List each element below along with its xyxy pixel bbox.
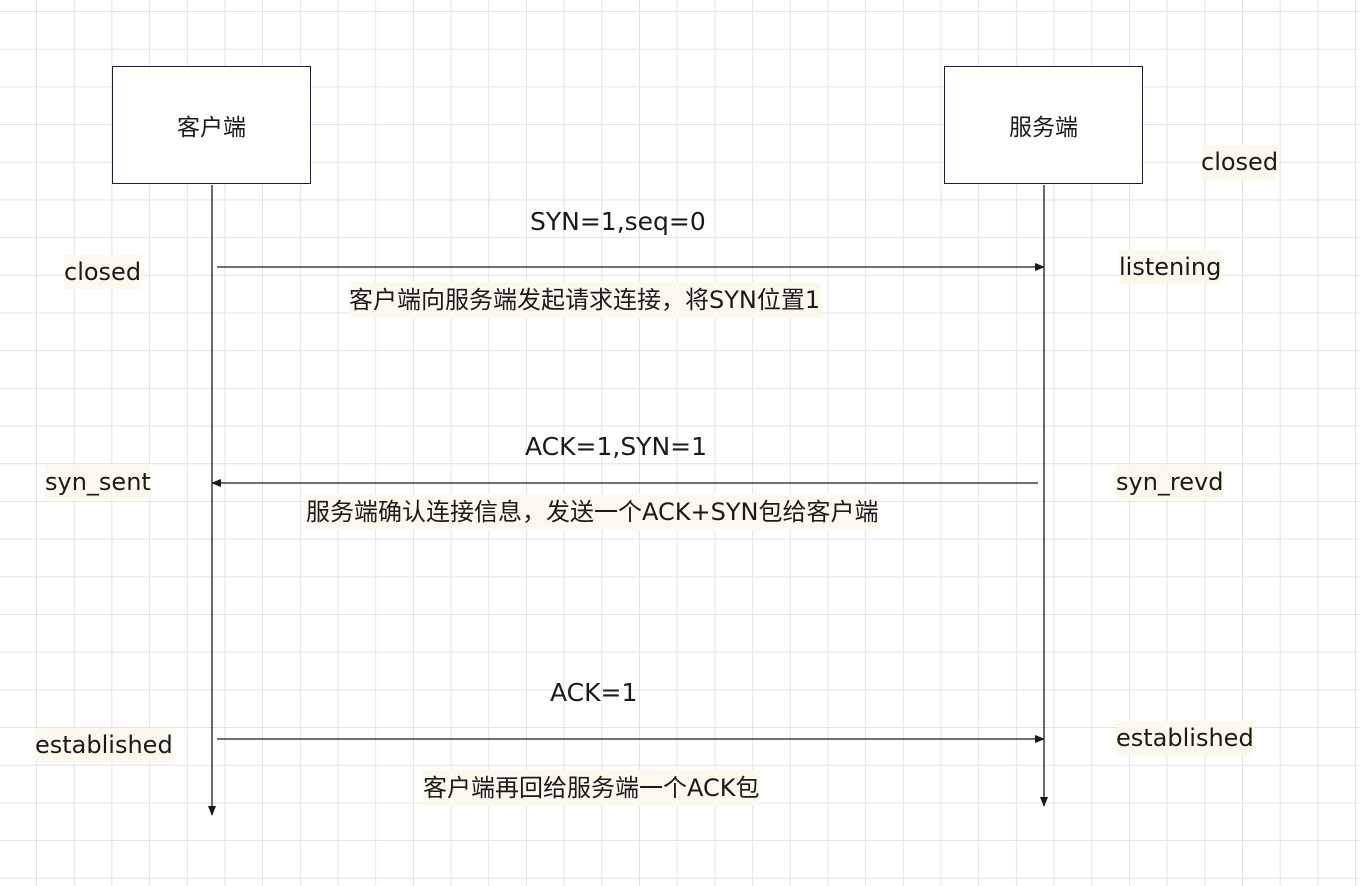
message-label-3: ACK=1 — [550, 678, 638, 707]
client-state-2: syn_sent — [45, 465, 151, 499]
server-state-1: listening — [1119, 250, 1222, 284]
message-label-1: SYN=1,seq=0 — [530, 207, 706, 236]
client-state-1: closed — [64, 255, 142, 289]
server-actor-box[interactable]: 服务端 — [944, 66, 1143, 184]
server-state-2: syn_revd — [1116, 465, 1224, 499]
server-state-initial: closed — [1201, 145, 1279, 179]
message-note-1: 客户端向服务端发起请求连接，将SYN位置1 — [349, 282, 821, 318]
client-state-3: established — [35, 728, 173, 762]
server-actor-label: 服务端 — [1009, 115, 1078, 141]
server-state-3: established — [1116, 721, 1254, 755]
message-label-2: ACK=1,SYN=1 — [525, 432, 708, 461]
message-note-3: 客户端再回给服务端一个ACK包 — [423, 770, 760, 806]
client-actor-label: 客户端 — [177, 115, 246, 141]
client-actor-box[interactable]: 客户端 — [112, 66, 311, 184]
message-note-2: 服务端确认连接信息，发送一个ACK+SYN包给客户端 — [306, 494, 879, 530]
